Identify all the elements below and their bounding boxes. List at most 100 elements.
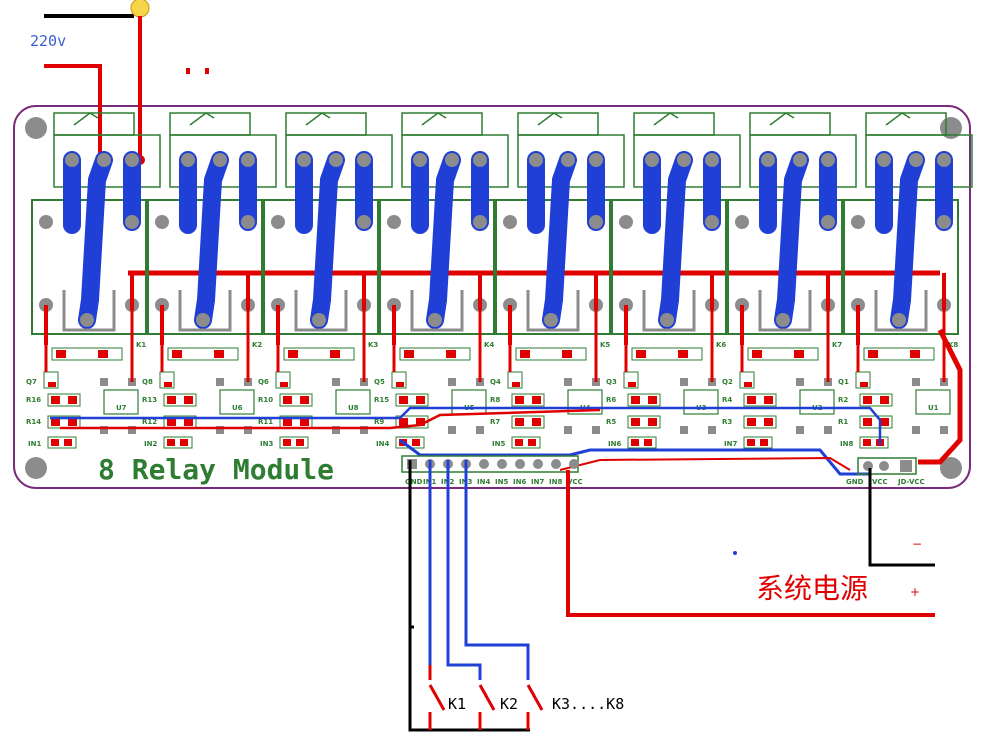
- opto-pin: [128, 426, 136, 434]
- smd-pad: [396, 382, 404, 387]
- smd-pad: [68, 396, 77, 404]
- resistor-label: R15: [374, 396, 389, 404]
- smd-pad: [330, 350, 340, 358]
- relay-pad: [877, 153, 891, 167]
- relay-pad: [821, 153, 835, 167]
- input-led-label: IN4: [376, 440, 389, 448]
- header-pin-label: IN6: [513, 478, 526, 486]
- optocoupler-label: U1: [928, 404, 939, 412]
- relay-pad: [660, 313, 674, 327]
- smd-pad: [631, 418, 640, 426]
- led-footprint: [279, 436, 309, 449]
- transistor-footprint: [623, 371, 639, 389]
- transistor-label: Q6: [258, 378, 269, 386]
- smd-pad: [512, 382, 520, 387]
- optocoupler-footprint: [219, 389, 255, 415]
- optocoupler-footprint: [683, 389, 719, 415]
- resistor-footprint: [163, 393, 197, 407]
- resistor-footprint: [859, 393, 893, 407]
- opto-pin: [912, 426, 920, 434]
- led-footprint: [859, 436, 889, 449]
- relay-pad: [312, 313, 326, 327]
- smd-pad: [280, 382, 288, 387]
- smd-pad: [288, 350, 298, 358]
- relay-pad: [589, 153, 603, 167]
- transistor-label: Q2: [722, 378, 733, 386]
- plus-sign: +: [910, 585, 920, 599]
- resistor-label: R12: [142, 418, 157, 426]
- relay-label: K4: [484, 341, 494, 349]
- resistor-label: R11: [258, 418, 273, 426]
- relay-pad: [271, 215, 285, 229]
- opto-pin: [100, 426, 108, 434]
- smd-pad: [98, 350, 108, 358]
- relay-pad: [776, 313, 790, 327]
- transistor-footprint: [159, 371, 175, 389]
- power-pin-label: VCC: [872, 478, 888, 486]
- switch-wire-in3: [464, 460, 530, 680]
- relay-pad: [125, 215, 139, 229]
- supply-voltage-label: 220v: [30, 32, 66, 50]
- smd-pad: [678, 350, 688, 358]
- diode-footprint: [167, 347, 239, 361]
- optocoupler-footprint: [103, 389, 139, 415]
- led-footprint: [743, 436, 773, 449]
- input-led-label: IN8: [840, 440, 853, 448]
- header-pin: [479, 459, 489, 469]
- mounting-hole: [25, 457, 47, 479]
- relay-pad: [329, 153, 343, 167]
- header-pin: [551, 459, 561, 469]
- relay-pad: [357, 153, 371, 167]
- led-footprint: [47, 436, 77, 449]
- opto-pin: [216, 426, 224, 434]
- optocoupler-footprint: [799, 389, 835, 415]
- smd-pad: [880, 396, 889, 404]
- contact-trace: [658, 151, 693, 329]
- relay-label: K6: [716, 341, 726, 349]
- smd-pad: [528, 439, 536, 446]
- resistor-footprint: [511, 415, 545, 429]
- terminal-block: [169, 134, 277, 188]
- resistor-label: R2: [838, 396, 848, 404]
- board-title: 8 Relay Module: [98, 453, 334, 486]
- power-source-label: 系统电源: [756, 572, 868, 605]
- resistor-footprint: [511, 393, 545, 407]
- smd-pad: [532, 418, 541, 426]
- resistor-footprint: [627, 415, 661, 429]
- smd-pad: [910, 350, 920, 358]
- smd-pad: [863, 396, 872, 404]
- opto-pin: [360, 426, 368, 434]
- smd-pad: [399, 418, 408, 426]
- smd-pad: [752, 350, 762, 358]
- resistor-footprint: [47, 393, 81, 407]
- transistor-footprint: [855, 371, 871, 389]
- opto-pin: [912, 378, 920, 386]
- resistor-footprint: [743, 393, 777, 407]
- coil-outline: [62, 290, 116, 332]
- live-wire: [44, 64, 102, 160]
- header-pin-label: IN4: [477, 478, 490, 486]
- diode-footprint: [747, 347, 819, 361]
- smd-pad: [860, 382, 868, 387]
- optocoupler-label: U7: [116, 404, 127, 412]
- smd-pad: [300, 396, 309, 404]
- switch-symbol-icon: [189, 112, 215, 126]
- relay-pad: [428, 313, 442, 327]
- diode-footprint: [863, 347, 935, 361]
- switch-symbol-icon: [73, 112, 99, 126]
- resistor-footprint: [395, 393, 429, 407]
- coil-outline: [642, 290, 696, 332]
- smd-pad: [180, 439, 188, 446]
- resistor-label: R3: [722, 418, 732, 426]
- mounting-hole: [25, 117, 47, 139]
- relay-pad: [645, 153, 659, 167]
- opto-pin: [796, 378, 804, 386]
- smd-pad: [747, 439, 755, 446]
- coil-outline: [410, 290, 464, 332]
- power-header: [857, 457, 917, 475]
- resistor-label: R9: [374, 418, 384, 426]
